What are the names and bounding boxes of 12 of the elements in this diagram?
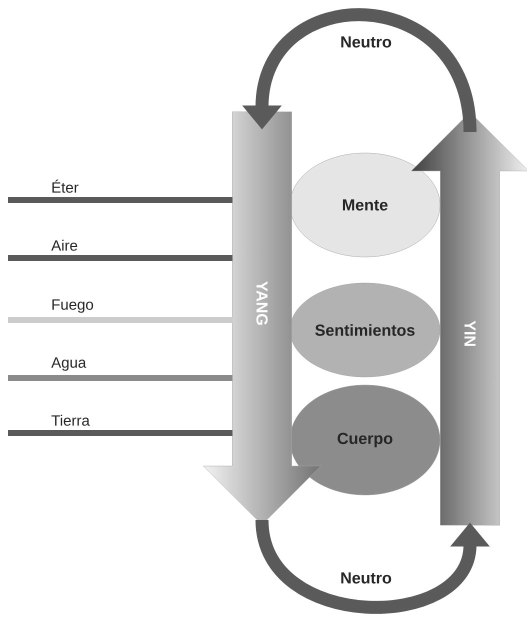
line (8, 197, 232, 203)
edge-label: Tierra (52, 414, 90, 426)
line (8, 317, 232, 323)
edge-label: Fuego (52, 299, 94, 313)
edge-label: Aire (51, 240, 78, 251)
line (8, 375, 232, 381)
line (8, 430, 232, 436)
edge-label: Éter (52, 180, 78, 193)
line (8, 255, 232, 261)
edge-label: Agua (51, 357, 86, 371)
edge-label: Neutro (341, 36, 392, 48)
edge-label: Neutro (341, 572, 392, 584)
